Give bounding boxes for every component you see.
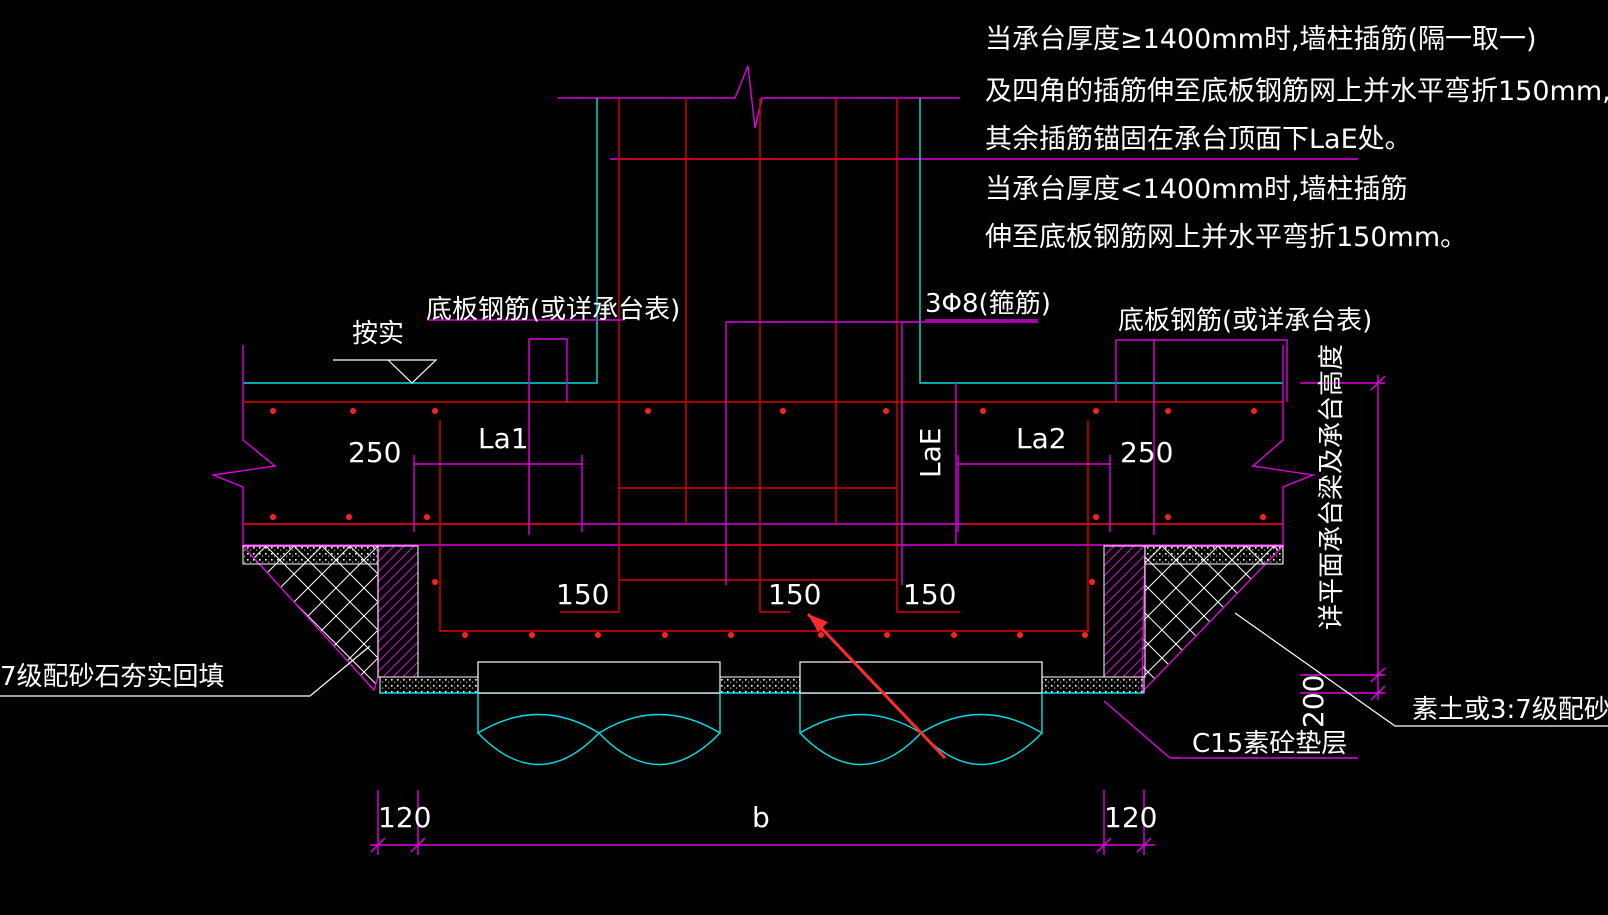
column-break-line [558, 65, 960, 129]
label-stirrup: 3Φ8(箍筋) [925, 289, 1051, 319]
column-right-edge [919, 98, 1283, 384]
stirrup-lines [413, 321, 1288, 585]
label-bottom-rebar-left: 底板钢筋(或详承台表) [426, 295, 680, 325]
dim-150-left: 150 [556, 578, 609, 611]
pile-left [477, 661, 721, 766]
label-cushion: C15素砼垫层 [1192, 729, 1347, 759]
height-dimension [1300, 375, 1386, 701]
label-as-built: 按实 [352, 319, 404, 349]
notes-block: 当承台厚度≥1400mm时,墙柱插筋(隔一取一) 及四角的插筋伸至底板钢筋网上并… [985, 24, 1608, 253]
label-lae: LaE [914, 428, 947, 478]
dim-120-right: 120 [1104, 801, 1157, 834]
label-bottom-rebar-right: 底板钢筋(或详承台表) [1118, 306, 1372, 336]
label-backfill-left: 7级配砂石夯实回填 [0, 662, 225, 692]
rebar-dots [270, 408, 1266, 638]
grade-mark-icon [333, 359, 438, 384]
dim-250-right: 250 [1120, 436, 1173, 469]
label-backfill-right: 素土或3:7级配砂石 [1412, 695, 1608, 725]
dim-250-left: 250 [348, 436, 401, 469]
bottom-dimension [370, 790, 1155, 855]
label-height-note: 详平面承台梁及承台高度 [1317, 344, 1347, 630]
column-left-edge [243, 98, 598, 384]
right-backfill [1103, 545, 1285, 694]
label-la2: La2 [1016, 422, 1067, 455]
note-line-3: 其余插筋锚固在承台顶面下LaE处。 [985, 124, 1412, 155]
rebar-group [243, 98, 1283, 632]
left-backfill [241, 545, 419, 692]
pile-right [799, 661, 1043, 766]
note-line-5: 伸至底板钢筋网上并水平弯折150mm。 [985, 222, 1467, 253]
dim-b: b [752, 801, 770, 834]
note-line-2: 及四角的插筋伸至底板钢筋网上并水平弯折150mm, [985, 76, 1608, 107]
dim-150-mid: 150 [768, 578, 821, 611]
dim-120-left: 120 [378, 801, 431, 834]
dim-200: 200 [1297, 675, 1330, 728]
label-la1: La1 [478, 422, 529, 455]
note-line-4: 当承台厚度<1400mm时,墙柱插筋 [985, 174, 1408, 205]
note-line-1: 当承台厚度≥1400mm时,墙柱插筋(隔一取一) [985, 24, 1537, 55]
leader-lines [0, 319, 1608, 759]
annotation-arrow-icon [806, 612, 947, 760]
dim-150-right: 150 [903, 578, 956, 611]
